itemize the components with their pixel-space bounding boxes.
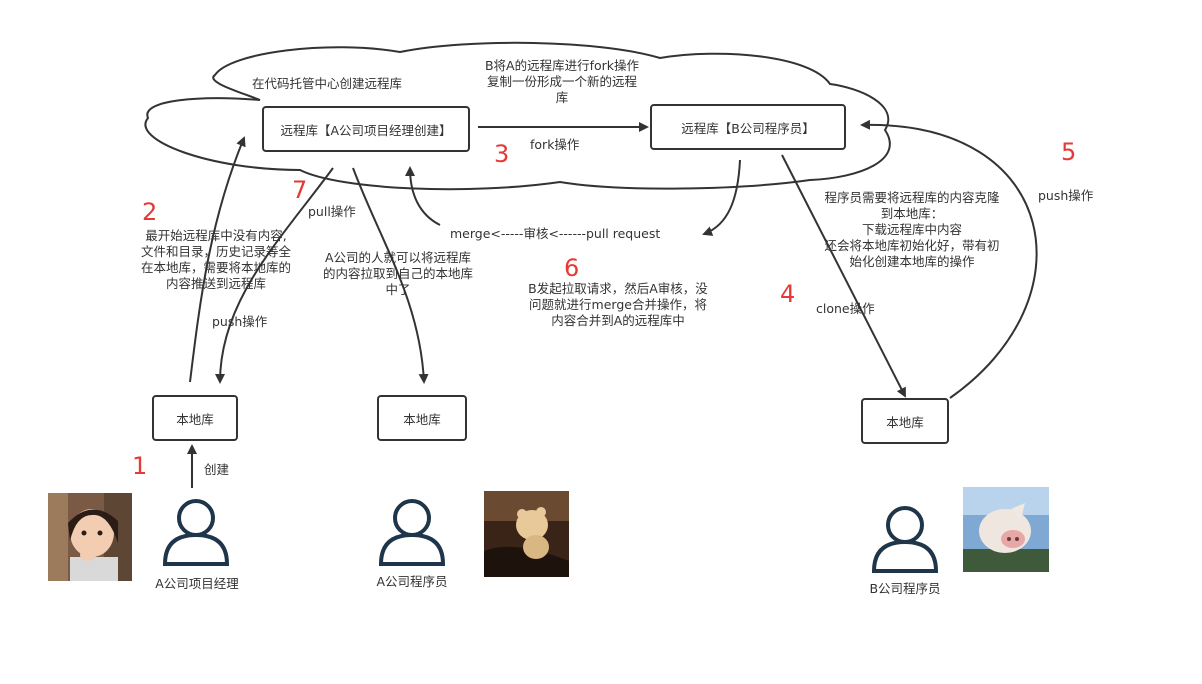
push-arrow-a (189, 136, 246, 383)
push-label-a: push操作 (212, 314, 268, 329)
fork-label: fork操作 (530, 137, 580, 152)
pull-label: pull操作 (308, 204, 356, 219)
merge-label: merge<-----审核<------pull request (450, 226, 661, 241)
a-push-note: 最开始远程库中没有内容, 文件和目录，历史记录等全 在本地库，需要将本地库的 内… (128, 228, 304, 292)
note-line: 还会将本地库初始化好，带有初 (824, 238, 1000, 253)
code-hosting-cloud (144, 41, 891, 191)
note-line: B发起拉取请求，然后A审核，没 (528, 281, 708, 296)
person-label-a-manager: A公司项目经理 (155, 576, 239, 591)
clone-arrow (781, 154, 906, 398)
person-label-a-programmer: A公司程序员 (376, 574, 448, 589)
note-line: 内容推送到远程库 (165, 276, 266, 291)
pull-arrow-a-programmer (352, 167, 429, 384)
user-icon-b-programmer (871, 506, 939, 573)
photo-toy (484, 491, 569, 577)
remote-repo-b: 远程库【B公司程序员】 (650, 104, 846, 150)
step-2: 2 (142, 198, 158, 226)
note-line: 到本地库： (880, 206, 944, 221)
note-line: 的内容拉取到自己的本地库 (322, 266, 473, 281)
user-icon-a-manager (162, 499, 230, 566)
create-label: 创建 (204, 462, 230, 477)
step-6: 6 (564, 254, 580, 282)
photo-child (48, 493, 132, 581)
create-remote-note: 在代码托管中心创建远程库 (252, 76, 403, 91)
person-label-b-programmer: B公司程序员 (869, 581, 941, 596)
step-1: 1 (132, 452, 148, 480)
note-line: 文件和目录，历史记录等全 (140, 244, 291, 259)
note-line: 始化创建本地库的操作 (849, 254, 975, 269)
clone-label: clone操作 (816, 301, 875, 316)
fork-note: B将A的远程库进行fork操作 复制一份形成一个新的远程 库 (472, 58, 652, 106)
note-line: 内容合并到A的远程库中 (551, 313, 685, 328)
clone-note: 程序员需要将远程库的内容克隆 到本地库： 下载远程库中内容 还会将本地库初始化好… (806, 190, 1018, 270)
pull-request-note: B发起拉取请求，然后A审核，没 问题就进行merge合并操作，将 内容合并到A的… (512, 281, 724, 329)
pull-request-arrow (702, 159, 741, 236)
note-line: 中了 (385, 282, 411, 297)
note-line: 在本地库，需要将本地库的 (140, 260, 291, 275)
note-line: 程序员需要将远程库的内容克隆 (824, 190, 1000, 205)
photo-pig (963, 487, 1049, 572)
step-3: 3 (494, 140, 510, 168)
note-line: A公司的人就可以将远程库 (324, 250, 472, 265)
step-4: 4 (780, 280, 796, 308)
push-label-b: push操作 (1038, 188, 1094, 203)
local-repo-b: 本地库 (861, 398, 949, 444)
step-5: 5 (1061, 138, 1077, 166)
local-repo-a-manager: 本地库 (152, 395, 238, 441)
a-pull-note: A公司的人就可以将远程库 的内容拉取到自己的本地库 中了 (312, 250, 484, 298)
fork-note-line: 库 (555, 90, 569, 105)
remote-repo-a: 远程库【A公司项目经理创建】 (262, 106, 470, 152)
fork-note-line: B将A的远程库进行fork操作 (484, 58, 640, 73)
push-arrow-b (860, 119, 1038, 399)
local-repo-a-programmer: 本地库 (377, 395, 467, 441)
step-7: 7 (292, 176, 308, 204)
user-icon-a-programmer (378, 499, 446, 566)
pull-arrow-a-manager (215, 167, 334, 384)
note-line: 下载远程库中内容 (861, 222, 962, 237)
fork-note-line: 复制一份形成一个新的远程 (486, 74, 637, 89)
note-line: 问题就进行merge合并操作，将 (529, 297, 707, 312)
note-line: 最开始远程库中没有内容, (145, 228, 287, 243)
merge-arrow (405, 166, 441, 226)
